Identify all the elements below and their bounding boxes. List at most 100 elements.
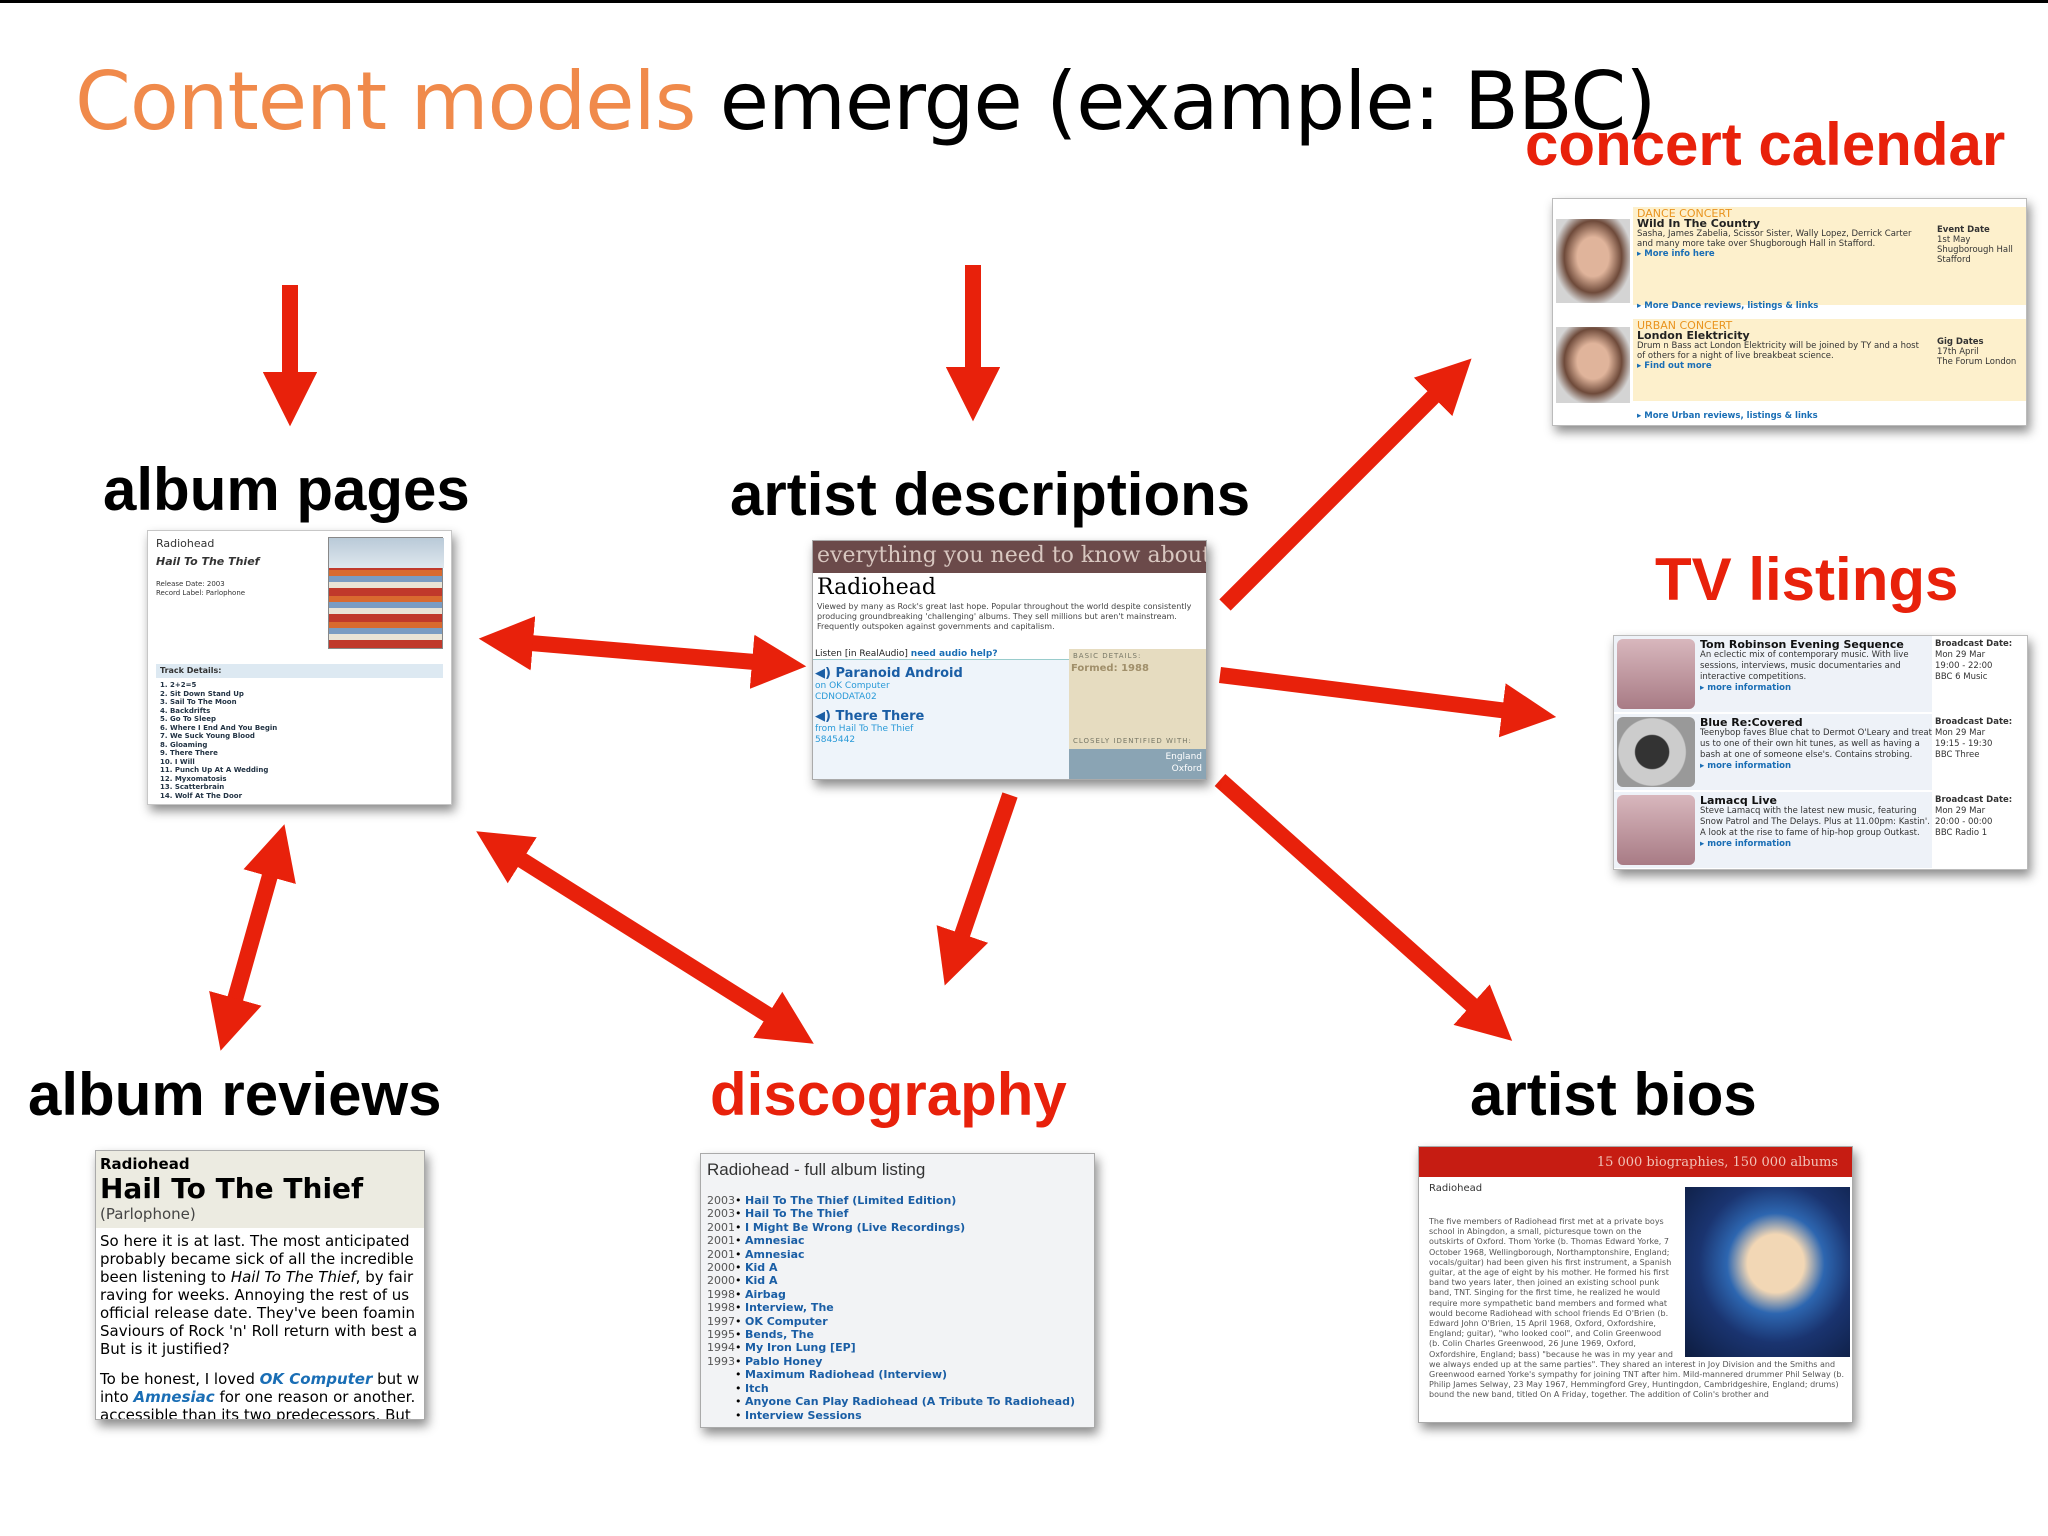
review-body: So here it is at last. The most anticipa… [96, 1228, 424, 1419]
album-list-item[interactable]: 2000• Kid A [707, 1261, 1088, 1274]
review-line: To be honest, I loved OK Computer but w [100, 1370, 422, 1388]
map-place-oxford: Oxford [1171, 764, 1202, 774]
bullet-icon: • [735, 1301, 745, 1315]
bullet-icon: • [735, 1220, 745, 1234]
review-link-ok-computer[interactable]: OK Computer [259, 1370, 373, 1388]
audio-track-2-code: 5845442 [815, 735, 856, 745]
tv-more-3-text: more information [1707, 839, 1792, 849]
concert-item-2-body: URBAN CONCERT London Elektricity Drum n … [1633, 319, 1933, 401]
review-line: into Amnesiac for one reason or another. [100, 1388, 422, 1406]
audio-track-2[interactable]: ◀) There There [813, 703, 1069, 724]
tv-desc-3: Steve Lamacq with the latest new music, … [1700, 806, 1930, 838]
album-list-item[interactable]: 1998• Interview, The [707, 1301, 1088, 1314]
discography-heading: Radiohead - full album listing [707, 1160, 926, 1179]
arrow-album-pages-discography [476, 831, 814, 1044]
concert-more-1[interactable]: ▸ More info here [1637, 249, 1715, 259]
review-line: probably became sick of all the incredib… [100, 1250, 414, 1268]
album-title-link[interactable]: Hail To The Thief [745, 1207, 849, 1221]
album-title-link[interactable]: Anyone Can Play Radiohead (A Tribute To … [745, 1395, 1076, 1409]
track-item: 9. There There [160, 749, 218, 757]
concert-link-2[interactable]: ▸ More Urban reviews, listings & links [1637, 411, 1818, 421]
label-tv-listings: TV listings [1655, 546, 1959, 613]
album-year: 1995 [707, 1328, 735, 1342]
tv-desc-2: Teenybop faves Blue chat to Dermot O'Lea… [1700, 728, 1932, 760]
album-list-item[interactable]: 2003• Hail To The Thief [707, 1207, 1088, 1220]
bullet-icon: • [735, 1234, 745, 1248]
album-year: 2001 [707, 1234, 735, 1248]
album-title-link[interactable]: Amnesiac [745, 1247, 805, 1261]
album-list-item[interactable]: 2001• Amnesiac [707, 1234, 1088, 1247]
album-list-item[interactable]: 1998• Airbag [707, 1288, 1088, 1301]
review-text: been listening to [100, 1268, 231, 1286]
tv-date-value-3: Mon 29 Mar [1935, 806, 1986, 816]
album-title-link[interactable]: Maximum Radiohead (Interview) [745, 1368, 948, 1382]
review-link-amnesiac[interactable]: Amnesiac [133, 1388, 215, 1406]
bio-header-bar: 15 000 biographies, 150 000 albums [1419, 1147, 1852, 1177]
audio-panel: Listen [in RealAudio] need audio help? ◀… [813, 649, 1069, 779]
album-list-item[interactable]: 2003• Hail To The Thief (Limited Edition… [707, 1194, 1088, 1207]
tv-time-1: 19:00 - 22:00 [1935, 661, 1993, 671]
album-title-link[interactable]: My Iron Lung [EP] [745, 1341, 856, 1355]
album-list-item[interactable]: 2001• I Might Be Wrong (Live Recordings) [707, 1221, 1088, 1234]
album-list-item[interactable]: 1994• My Iron Lung [EP] [707, 1341, 1088, 1354]
track-item: 13. Scatterbrain [160, 783, 225, 791]
concert-more-2[interactable]: ▸ Find out more [1637, 361, 1712, 371]
bullet-icon: • [735, 1395, 745, 1409]
album-title-link[interactable]: Kid A [745, 1261, 778, 1275]
album-title-link[interactable]: Itch [745, 1381, 769, 1395]
basic-details-heading: BASIC DETAILS: [1073, 652, 1142, 660]
album-cover-image [328, 537, 444, 649]
concert-date-head-2: Gig Dates [1937, 337, 1984, 347]
tv-more-2[interactable]: ▸ more information [1700, 761, 1792, 771]
bio-text-block: The five members of Radiohead first met … [1429, 1217, 1844, 1401]
concert-desc-1: Sasha, James Zabelia, Scissor Sister, Wa… [1637, 229, 1912, 249]
album-list-item[interactable]: 2000• Kid A [707, 1274, 1088, 1287]
audio-track-1[interactable]: ◀) Paranoid Android [813, 660, 1069, 681]
bullet-icon: • [735, 1261, 745, 1275]
concert-link-1[interactable]: ▸ More Dance reviews, listings & links [1637, 301, 1819, 311]
album-title-link[interactable]: Interview Sessions [745, 1408, 862, 1422]
album-list-item[interactable]: • Maximum Radiohead (Interview) [707, 1368, 1088, 1381]
tv-date-3: Broadcast Date: Mon 29 Mar 20:00 - 00:00… [1932, 792, 2027, 868]
location-map: England Oxford [1069, 749, 1206, 779]
album-title-link[interactable]: I Might Be Wrong (Live Recordings) [745, 1220, 966, 1234]
concert-date-value-1: 1st May [1937, 235, 1971, 245]
album-list-item[interactable]: 1995• Bends, The [707, 1328, 1088, 1341]
artist-name: Radiohead [817, 575, 936, 600]
album-list-item[interactable]: • Anyone Can Play Radiohead (A Tribute T… [707, 1395, 1088, 1408]
concert-title-2: London Elektricity [1637, 329, 1750, 342]
arrow-album-pages-artist-descriptions [478, 616, 807, 689]
concert-date-value-2: 17th April [1937, 347, 1979, 357]
album-title-link[interactable]: Interview, The [745, 1301, 834, 1315]
album-title-link[interactable]: Amnesiac [745, 1234, 805, 1248]
album-title-link[interactable]: OK Computer [745, 1314, 828, 1328]
tv-more-3[interactable]: ▸ more information [1700, 839, 1792, 849]
album-list-item[interactable]: • Interview Sessions [707, 1409, 1088, 1422]
album-list-item[interactable]: 1993• Pablo Honey [707, 1355, 1088, 1368]
album-list-item[interactable]: • Itch [707, 1382, 1088, 1395]
track-item: 7. We Suck Young Blood [160, 732, 255, 740]
top-border-line [0, 0, 2048, 3]
album-title-link[interactable]: Airbag [745, 1287, 786, 1301]
audio-help-link[interactable]: need audio help? [910, 649, 998, 659]
album-year: 2003 [707, 1207, 735, 1221]
tv-item-2: Blue Re:Covered Teenybop faves Blue chat… [1614, 714, 2027, 792]
review-text: , by fair [355, 1268, 414, 1286]
album-list-item[interactable]: 2001• Amnesiac [707, 1248, 1088, 1261]
tv-date-head-2: Broadcast Date: [1935, 717, 2013, 727]
album-title-link[interactable]: Pablo Honey [745, 1354, 823, 1368]
album-title-link[interactable]: Bends, The [745, 1328, 814, 1342]
tv-title-1: Tom Robinson Evening Sequence [1700, 638, 1904, 651]
bullet-icon: • [735, 1314, 745, 1328]
album-list-item[interactable]: 1997• OK Computer [707, 1315, 1088, 1328]
tv-more-1[interactable]: ▸ more information [1700, 683, 1792, 693]
audio-track-1-code: CDNODATA02 [815, 692, 877, 702]
tv-time-2: 19:15 - 19:30 [1935, 739, 1993, 749]
basic-details-panel: BASIC DETAILS: Formed: 1988 CLOSELY IDEN… [1069, 649, 1206, 779]
review-label: (Parlophone) [100, 1205, 196, 1223]
concert-link-2-text: More Urban reviews, listings & links [1644, 411, 1818, 421]
track-item: 4. Backdrifts [160, 706, 211, 715]
album-title-link[interactable]: Kid A [745, 1274, 778, 1288]
album-title-link[interactable]: Hail To The Thief (Limited Edition) [745, 1194, 957, 1207]
bullet-icon: • [735, 1341, 745, 1355]
